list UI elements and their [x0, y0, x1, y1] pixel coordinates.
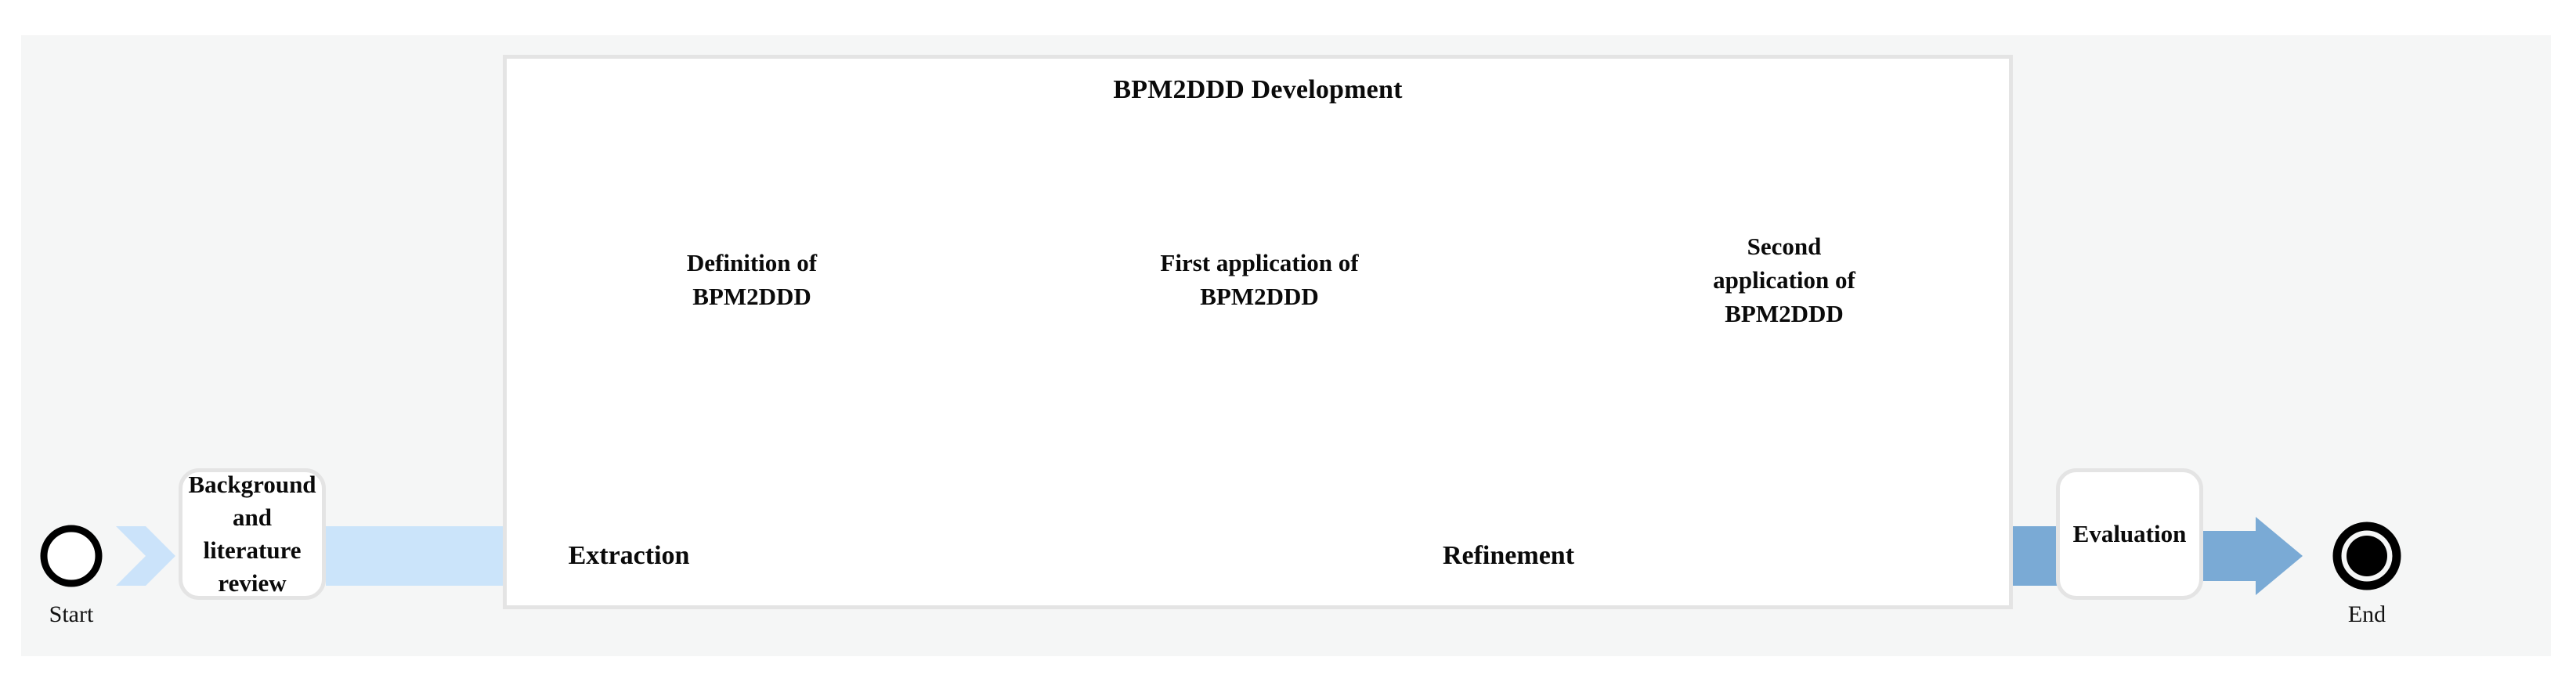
cycle-second-application-label: Second application of BPM2DDD [1713, 232, 1855, 327]
task-evaluation[interactable]: Evaluation [2056, 468, 2203, 600]
start-event-label: Start [49, 601, 94, 627]
start-event-icon [40, 525, 103, 587]
connector-start-to-background [116, 526, 175, 586]
phase-label-refinement: Refinement [1442, 541, 1575, 570]
cycle-definition-label: Definition of BPM2DDD [686, 249, 818, 310]
end-event-inner-dot [2347, 536, 2387, 576]
task-evaluation-label: Evaluation [2072, 520, 2187, 548]
task-background-and-literature-review[interactable]: Background and literature review [179, 468, 326, 600]
task-background-label: Background and literature review [188, 471, 316, 597]
phase-label-extraction: Extraction [568, 541, 690, 570]
end-event-icon [2332, 522, 2401, 590]
cycle-first-application-label: First application of BPM2DDD [1160, 249, 1359, 310]
container-title: BPM2DDD Development [1113, 75, 1403, 104]
bpm2ddd-development-container [503, 55, 2013, 609]
connector-evaluation-to-end [2203, 517, 2303, 595]
end-event-label: End [2347, 601, 2386, 627]
